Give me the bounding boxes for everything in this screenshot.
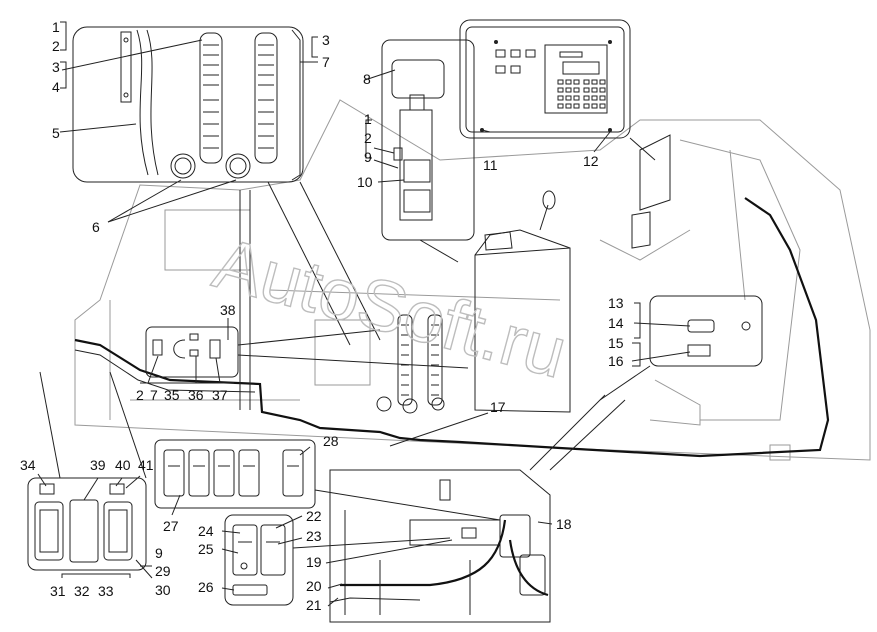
callout-11: 11 bbox=[483, 157, 498, 173]
callout-labels: 1 2 3 4 5 6 3 7 8 1 2 9 10 11 12 13 14 1… bbox=[20, 19, 624, 613]
callout-14: 14 bbox=[608, 315, 624, 331]
callout-16: 16 bbox=[608, 353, 624, 369]
callout-19: 19 bbox=[306, 554, 322, 570]
callout-37: 37 bbox=[212, 387, 228, 403]
connector-panel-detail bbox=[599, 295, 763, 401]
leader-lines bbox=[37, 21, 691, 607]
callout-23: 23 bbox=[306, 528, 322, 544]
callout-38: 38 bbox=[220, 302, 236, 318]
callout-1b: 1 bbox=[364, 111, 372, 127]
callout-34: 34 bbox=[20, 457, 36, 473]
callout-8: 8 bbox=[363, 71, 371, 87]
callout-6: 6 bbox=[92, 219, 100, 235]
switch-panel-detail bbox=[154, 439, 501, 521]
callout-9: 9 bbox=[364, 149, 372, 165]
callout-26: 26 bbox=[198, 579, 214, 595]
watermark-text: AutoSoft.ru bbox=[206, 223, 575, 394]
callout-9b: 9 bbox=[155, 545, 163, 561]
callout-27: 27 bbox=[163, 518, 179, 534]
callout-21: 21 bbox=[306, 597, 322, 613]
callout-36: 36 bbox=[188, 387, 204, 403]
callout-41: 41 bbox=[138, 457, 154, 473]
callout-12: 12 bbox=[583, 153, 599, 169]
cab-body bbox=[74, 99, 871, 461]
callout-28: 28 bbox=[323, 433, 339, 449]
callout-2: 2 bbox=[52, 38, 60, 54]
operator-console bbox=[474, 190, 571, 413]
callout-3: 3 bbox=[52, 59, 60, 75]
callout-15: 15 bbox=[608, 335, 624, 351]
callout-40: 40 bbox=[115, 457, 131, 473]
callout-22: 22 bbox=[306, 508, 322, 524]
callout-2b: 2 bbox=[364, 130, 372, 146]
callout-35: 35 bbox=[164, 387, 180, 403]
relay-board-cab bbox=[376, 314, 445, 414]
socket-panel-detail bbox=[27, 371, 147, 571]
lower-bay-detail bbox=[329, 394, 626, 623]
callout-5: 5 bbox=[52, 125, 60, 141]
callout-10: 10 bbox=[357, 174, 373, 190]
callout-13: 13 bbox=[608, 295, 624, 311]
callout-24: 24 bbox=[198, 523, 214, 539]
callout-25: 25 bbox=[198, 541, 214, 557]
callout-7: 7 bbox=[322, 54, 330, 70]
fuse-holder-detail bbox=[145, 326, 469, 378]
keypad bbox=[557, 79, 606, 109]
callout-31: 31 bbox=[50, 583, 66, 599]
callout-29: 29 bbox=[155, 563, 171, 579]
callout-18: 18 bbox=[556, 516, 572, 532]
callout-32: 32 bbox=[74, 583, 90, 599]
callout-39: 39 bbox=[90, 457, 106, 473]
callout-33: 33 bbox=[98, 583, 114, 599]
relay-column-detail bbox=[381, 39, 475, 263]
callout-17: 17 bbox=[490, 399, 506, 415]
callout-20: 20 bbox=[306, 578, 322, 594]
fuse-detail-panel bbox=[72, 26, 381, 346]
callout-1: 1 bbox=[52, 19, 60, 35]
control-panel-detail bbox=[459, 19, 656, 161]
small-switch-panel-detail bbox=[224, 514, 451, 606]
callout-4: 4 bbox=[52, 79, 60, 95]
callout-7b: 7 bbox=[150, 387, 158, 403]
callout-3b: 3 bbox=[322, 32, 330, 48]
callout-2c: 2 bbox=[136, 387, 144, 403]
callout-30: 30 bbox=[155, 582, 171, 598]
side-bracket bbox=[631, 134, 671, 249]
